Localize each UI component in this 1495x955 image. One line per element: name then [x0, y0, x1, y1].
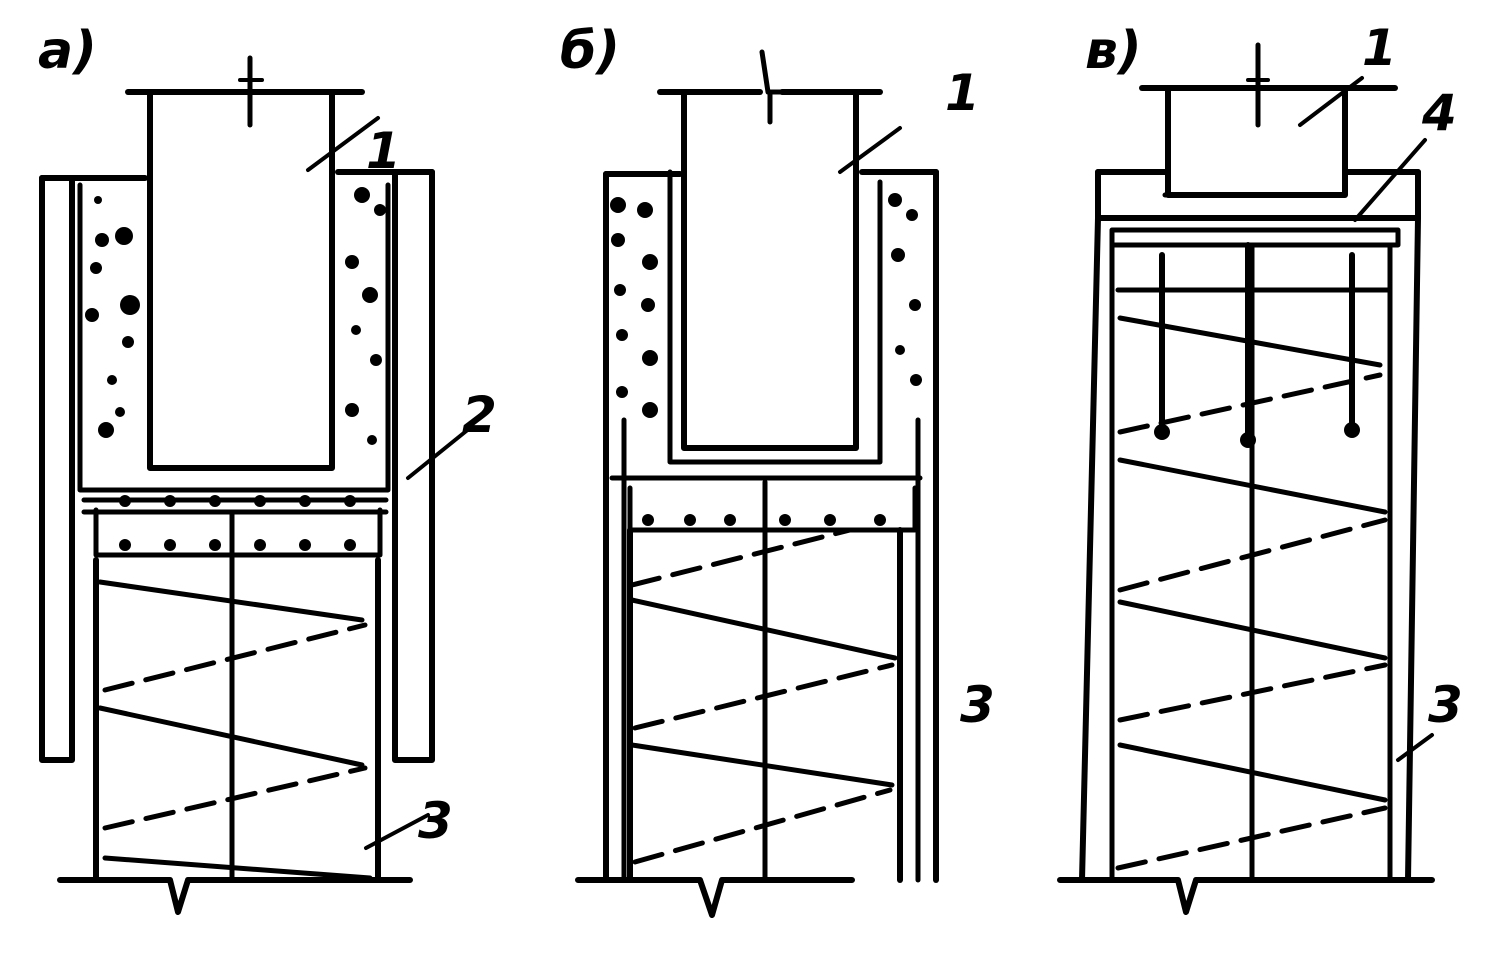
panel-b: б)	[560, 21, 995, 918]
panel-a-label: а)	[38, 21, 97, 81]
panel-a-joint-mesh	[81, 495, 389, 558]
panel-a-leader-3	[364, 813, 430, 850]
panel-b-upper-column	[657, 49, 883, 465]
panel-c: в)	[1057, 19, 1463, 915]
panel-a-lower-column	[57, 509, 413, 915]
panel-c-leader-3	[1396, 733, 1434, 762]
panel-c-callout-1: 1	[1362, 19, 1397, 77]
panel-c-leader-1	[1298, 76, 1364, 127]
panel-a-upper-column	[125, 55, 365, 471]
panel-b-callout-1: 1	[945, 64, 980, 122]
panel-a-leader-2	[406, 426, 472, 480]
panel-c-casing	[1079, 215, 1421, 883]
panel-b-callout-3: 3	[960, 676, 995, 734]
panel-a-callout-2: 2	[462, 386, 497, 444]
panel-c-callout-3: 3	[1428, 676, 1463, 734]
panel-c-base-plate	[1095, 169, 1421, 248]
panel-b-label: б)	[560, 21, 620, 81]
panel-a-concrete-fill	[85, 187, 386, 445]
panel-a-leader-1	[306, 116, 380, 172]
panel-b-lower-column	[575, 479, 903, 918]
panel-a-callout-3: 3	[418, 792, 453, 850]
panel-a-callout-1: 1	[366, 122, 401, 180]
panel-b-block-fill	[610, 193, 922, 418]
panel-c-lower-column	[1057, 242, 1435, 915]
panel-b-joint-mesh	[609, 475, 923, 533]
panel-a-casing	[39, 169, 435, 763]
panel-c-label: в)	[1085, 21, 1142, 81]
panel-b-leader-1	[838, 126, 902, 174]
panel-b-casing	[603, 169, 939, 883]
panel-c-leader-4	[1353, 138, 1427, 222]
panel-c-callout-4: 4	[1421, 84, 1457, 142]
panel-a: а)	[38, 21, 497, 915]
